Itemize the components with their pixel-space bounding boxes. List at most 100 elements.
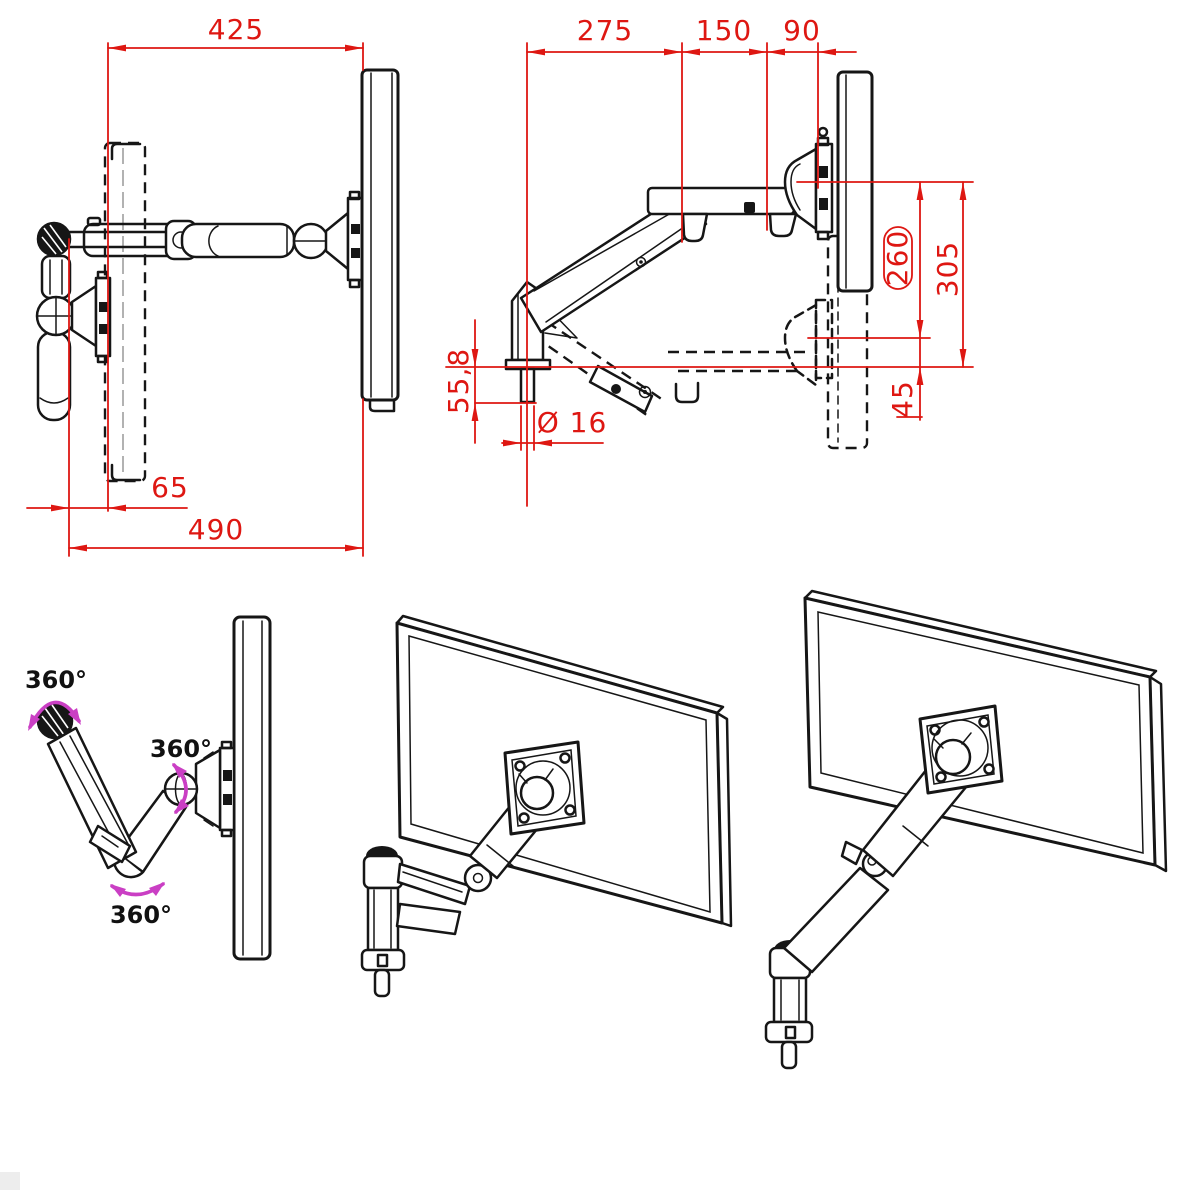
side-dashed-monitor-top-rail <box>110 142 142 161</box>
side-lower-vesa-tab <box>96 270 109 280</box>
top-vesa-nub <box>817 126 829 138</box>
arrow <box>108 504 126 512</box>
arrow <box>959 182 967 200</box>
top-arm-ridge <box>545 215 701 323</box>
persp2-joint-tab <box>840 840 864 866</box>
persp1-arm-seam <box>486 844 514 867</box>
arrow <box>664 48 682 56</box>
arrow <box>682 48 700 56</box>
persp2-arm-seam <box>902 825 929 847</box>
side-lower-tube-seam <box>39 397 69 404</box>
dim-wall-offset-label: 65 <box>151 471 189 504</box>
side-arm-tube <box>180 222 296 259</box>
arrow <box>471 349 479 367</box>
arrow <box>818 48 836 56</box>
side-dashed-monitor-bottom-rail <box>110 463 142 482</box>
arrow <box>345 44 363 52</box>
persp1-vesa-inner <box>511 749 577 827</box>
side-lower-vesa-block <box>99 302 108 312</box>
top-vesa-block <box>819 166 828 178</box>
dim-total-depth-label: 490 <box>188 513 244 546</box>
persp1-strut-link <box>396 862 472 906</box>
rotation-arm-clamp <box>88 824 132 864</box>
rotation-clamp-line <box>101 835 119 848</box>
persp1-elbow-joint <box>463 863 493 893</box>
rotation-vesa-block <box>223 794 232 805</box>
side-wall-ball-outline <box>36 221 72 257</box>
dim-head-label: 90 <box>783 14 821 47</box>
arrow <box>534 439 552 447</box>
persp2-base-detail <box>784 1025 797 1040</box>
top-view: 275 150 90 260 305 45 55,8 <box>442 14 974 507</box>
top-hinge-screw-dot <box>643 390 647 394</box>
dim-forearm-label: 150 <box>696 14 752 47</box>
side-lower-vesa-tab <box>96 354 109 364</box>
top-dashed-vesa-plate <box>814 298 834 380</box>
corner-watermark-artifact <box>0 1172 20 1190</box>
persp2-vesa-inner <box>926 714 995 785</box>
top-link-foot <box>768 212 798 238</box>
side-view: 425 65 490 <box>26 13 400 557</box>
persp1-boss-wedges <box>518 768 554 784</box>
persp1-elbow-screw <box>472 872 484 884</box>
rotation-wall-ball-hatch <box>41 704 69 737</box>
top-link-knob <box>744 202 755 213</box>
dim-fold-gap-label: 45 <box>886 380 919 418</box>
side-monitor-bottom-step <box>368 398 396 413</box>
arrow <box>51 504 69 512</box>
top-hinge-screw <box>638 385 652 399</box>
top-link-foot <box>681 212 709 243</box>
persp2-monitor-inner-frame <box>817 611 1144 854</box>
rotation-arrowhead <box>172 763 187 778</box>
top-arm-screw <box>635 256 647 268</box>
persp1-monitor-inner-frame <box>408 635 711 914</box>
top-view-dimensions: 275 150 90 260 305 45 55,8 <box>442 14 974 507</box>
persp1-strut-line <box>402 871 463 893</box>
rotation-upper-arm-tube <box>46 726 138 870</box>
rotation-vesa-block <box>223 770 232 781</box>
persp1-pole-body <box>366 886 400 952</box>
arrow <box>69 544 87 552</box>
persp1-vesa-screw <box>518 812 530 824</box>
side-vesa-cone-notches <box>333 216 345 266</box>
side-arm-housing-tab <box>86 216 102 227</box>
persp2-pole-pin <box>780 1040 798 1070</box>
side-lower-tube <box>36 330 72 422</box>
rotation-view: 360° 360° 360° <box>25 615 272 961</box>
persp1-ball-boss <box>519 775 555 811</box>
persp1-base-detail <box>376 953 389 968</box>
top-vesa-block <box>819 198 828 210</box>
persp1-vesa-screw <box>564 804 576 816</box>
rotation-vesa-tab <box>220 828 233 838</box>
rotation-arrowhead <box>149 882 165 896</box>
arrow <box>959 349 967 367</box>
persp2-vesa-screw <box>983 763 995 775</box>
rotation-arrowhead <box>68 708 81 725</box>
arrow <box>749 48 767 56</box>
top-arm-screw-dot <box>639 260 643 264</box>
top-vesa-bell-inner <box>790 163 801 211</box>
top-dashed-vesa-bell <box>783 303 818 387</box>
dim-pin-length-label: 55,8 <box>442 348 475 414</box>
persp1-vesa-screw <box>559 752 571 764</box>
rotation-elbow-joint-label: 360° <box>110 901 172 929</box>
rotation-arrowhead <box>28 714 40 731</box>
persp2-vesa-ring <box>931 719 989 777</box>
persp2-pole-body <box>772 976 808 1024</box>
rotation-arm-rod <box>69 735 129 845</box>
top-dashed-monitor <box>826 234 869 450</box>
side-arm-tube-seam <box>208 225 219 257</box>
persp1-pole-pin <box>373 968 391 998</box>
persp2-ball-boss <box>934 738 972 776</box>
dim-upper-arm-label: 275 <box>577 14 633 47</box>
top-vesa-tab <box>816 136 830 147</box>
dim-260-oval-frame <box>883 226 913 290</box>
rotation-vesa-tab <box>220 740 233 750</box>
side-view-dimensions: 425 65 490 <box>26 13 364 557</box>
side-vesa-block <box>351 224 360 234</box>
perspective-extended-view <box>360 614 733 998</box>
persp2-boss-wedges <box>933 732 972 749</box>
side-lower-clevis <box>40 254 72 300</box>
persp2-vesa-screw <box>935 771 947 783</box>
